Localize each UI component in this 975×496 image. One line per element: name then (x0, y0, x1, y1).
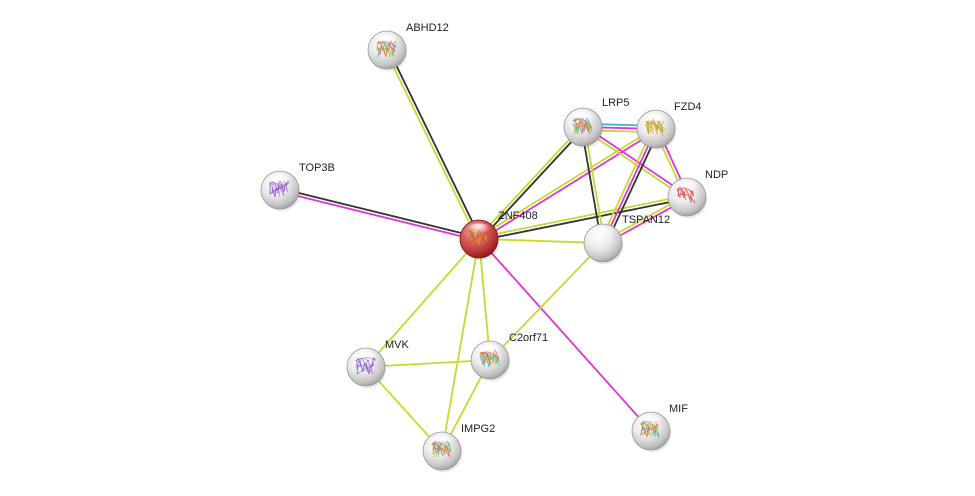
edge-line-textmining (489, 242, 604, 361)
edge-line-textmining (478, 238, 604, 244)
node-highlight (590, 227, 616, 242)
node-highlight (374, 34, 400, 49)
edge-znf408-impg2[interactable] (441, 238, 480, 452)
edge-mvk-c2orf71[interactable] (365, 359, 491, 368)
node-ndp[interactable]: NDP (667, 169, 728, 219)
edge-line-textmining (476, 125, 583, 239)
node-label-impg2: IMPG2 (461, 423, 495, 435)
node-highlight (466, 223, 492, 238)
edge-line-experiments (478, 129, 658, 242)
edge-line-textmining (478, 238, 491, 361)
edge-znf408-lrp5[interactable] (476, 125, 586, 241)
edge-znf408-tspan12[interactable] (478, 238, 604, 244)
edge-line-textmining (477, 194, 688, 239)
edge-line-textmining (365, 238, 480, 368)
edge-line-experiments (602, 128, 657, 244)
node-c2orf71[interactable]: C2orf71 (470, 332, 548, 382)
edge-line-coexpression (387, 48, 482, 240)
edge-fzd4-tspan12[interactable] (599, 126, 660, 246)
node-highlight (638, 415, 664, 430)
node-label-lrp5: LRP5 (602, 97, 630, 109)
edge-line-coexpression (605, 129, 660, 246)
node-impg2[interactable]: IMPG2 (422, 423, 495, 473)
edge-znf408-mvk[interactable] (365, 238, 480, 368)
node-highlight (570, 111, 596, 126)
edge-line-experiments (478, 238, 652, 432)
node-label-c2orf71: C2orf71 (509, 332, 548, 344)
edge-line-experiments (278, 190, 480, 242)
node-mif[interactable]: MIF (631, 403, 688, 453)
edge-lrp5-tspan12[interactable] (580, 125, 606, 245)
node-label-abhd12: ABHD12 (406, 22, 449, 34)
node-highlight (643, 113, 669, 128)
node-label-top3b: TOP3B (299, 162, 335, 174)
edge-line-coexpression (478, 197, 689, 242)
node-highlight (429, 435, 455, 450)
node-znf408[interactable]: ZNF408 (459, 210, 538, 261)
edge-znf408-top3b[interactable] (278, 187, 481, 242)
edge-znf408-ndp[interactable] (477, 194, 689, 242)
node-label-fzd4: FZD4 (674, 101, 702, 113)
node-highlight (477, 344, 503, 359)
node-highlight (353, 351, 379, 366)
edge-line-textmining (384, 49, 479, 241)
node-label-tspan12: TSPAN12 (622, 214, 670, 226)
node-mvk[interactable]: MVK (346, 339, 410, 389)
edge-line-coexpression (479, 127, 586, 241)
node-fzd4[interactable]: FZD4 (636, 101, 702, 151)
node-tspan12[interactable]: TSPAN12 (583, 214, 670, 265)
node-label-mif: MIF (669, 403, 688, 415)
node-highlight (674, 181, 700, 196)
edge-line-textmining (441, 238, 480, 452)
edge-line-textmining (599, 126, 654, 243)
node-label-mvk: MVK (385, 339, 410, 351)
edge-znf408-mif[interactable] (478, 238, 652, 432)
edge-line-experiments (582, 124, 689, 197)
edge-tspan12-c2orf71[interactable] (489, 242, 604, 361)
edge-line-coexpression (279, 187, 481, 239)
node-top3b[interactable]: TOP3B (260, 162, 335, 212)
edge-line-textmining (365, 359, 491, 368)
edge-line-textmining (477, 126, 657, 239)
edge-znf408-fzd4[interactable] (477, 126, 658, 242)
node-lrp5[interactable]: LRP5 (563, 97, 630, 149)
edge-lrp5-ndp[interactable] (581, 124, 689, 200)
edge-znf408-abhd12[interactable] (384, 48, 482, 241)
node-abhd12[interactable]: ABHD12 (367, 22, 449, 72)
edge-znf408-c2orf71[interactable] (478, 238, 491, 361)
node-label-ndp: NDP (705, 169, 728, 181)
edge-line-textmining (583, 125, 606, 244)
node-label-znf408: ZNF408 (498, 210, 538, 222)
node-highlight (267, 174, 293, 189)
edge-line-textmining (581, 127, 688, 200)
edge-line-coexpression (580, 126, 603, 245)
